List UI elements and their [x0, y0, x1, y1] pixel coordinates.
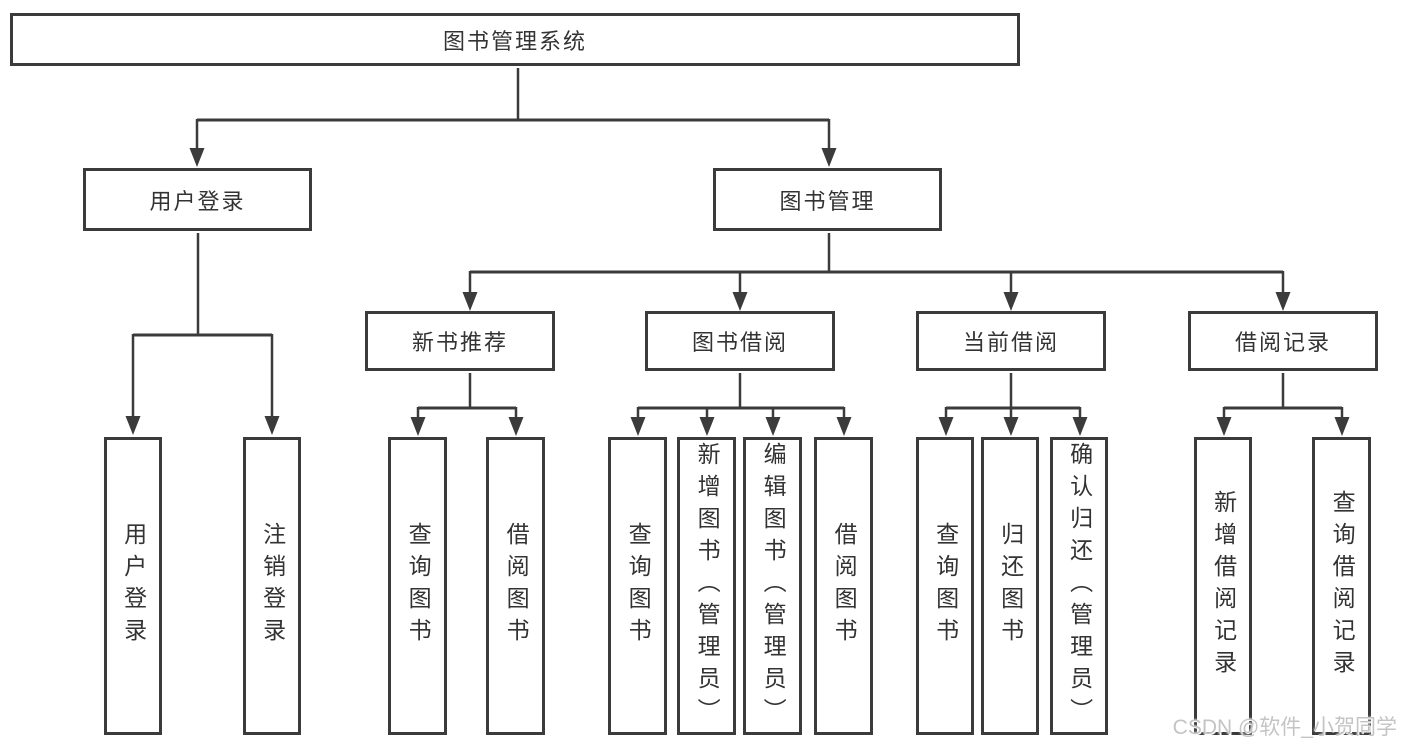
node-borrow-edit-books-admin: 编辑图书（管理员）: [743, 437, 802, 735]
node-label: 用户登录: [120, 522, 147, 650]
node-label: 注销登录: [259, 522, 286, 650]
node-label: 确认归还（管理员）: [1066, 442, 1093, 730]
node-leaf-logout: 注销登录: [243, 437, 301, 735]
node-label: 借阅记录: [1234, 330, 1331, 355]
node-label: 借阅图书: [503, 522, 530, 650]
node-borrow-add-books-admin: 新增图书（管理员）: [677, 437, 736, 735]
node-new-book-recommendation: 新书推荐: [365, 311, 555, 371]
arrowhead-icons: [125, 148, 1350, 436]
node-label: 查询借阅记录: [1329, 490, 1356, 682]
node-label: 编辑图书（管理员）: [760, 442, 787, 730]
node-current-confirm-return-admin: 确认归还（管理员）: [1050, 437, 1108, 735]
node-borrow-query-books: 查询图书: [608, 437, 667, 735]
node-label: 图书管理系统: [442, 28, 587, 54]
node-borrow-borrow-books: 借阅图书: [814, 437, 873, 735]
node-label: 图书管理: [779, 188, 876, 214]
node-label: 用户登录: [149, 188, 246, 214]
node-book-management: 图书管理: [713, 168, 942, 231]
node-label: 查询图书: [625, 522, 652, 650]
node-current-query-books: 查询图书: [916, 437, 974, 735]
node-newbook-borrow-books: 借阅图书: [486, 437, 545, 735]
node-book-borrowing: 图书借阅: [645, 311, 835, 371]
node-current-borrowing: 当前借阅: [916, 311, 1106, 371]
node-user-login: 用户登录: [83, 168, 312, 231]
node-label: 图书借阅: [691, 330, 788, 355]
node-label: 借阅图书: [831, 522, 858, 650]
node-label: 新增图书（管理员）: [694, 442, 721, 730]
node-leaf-user-login: 用户登录: [104, 437, 162, 735]
node-label: 查询图书: [932, 522, 959, 650]
node-newbook-query-books: 查询图书: [388, 437, 447, 735]
node-records-add-record: 新增借阅记录: [1194, 437, 1252, 735]
node-current-return-books: 归还图书: [981, 437, 1039, 735]
watermark: CSDN @软件_小贺同学: [1172, 716, 1397, 739]
node-label: 归还图书: [997, 522, 1024, 650]
node-label: 新书推荐: [411, 330, 508, 355]
node-borrowing-records: 借阅记录: [1188, 311, 1378, 371]
node-label: 当前借阅: [962, 330, 1059, 355]
node-records-query-record: 查询借阅记录: [1312, 437, 1371, 735]
node-label: 新增借阅记录: [1210, 490, 1237, 682]
node-library-management-system: 图书管理系统: [10, 13, 1020, 66]
node-label: 查询图书: [405, 522, 432, 650]
